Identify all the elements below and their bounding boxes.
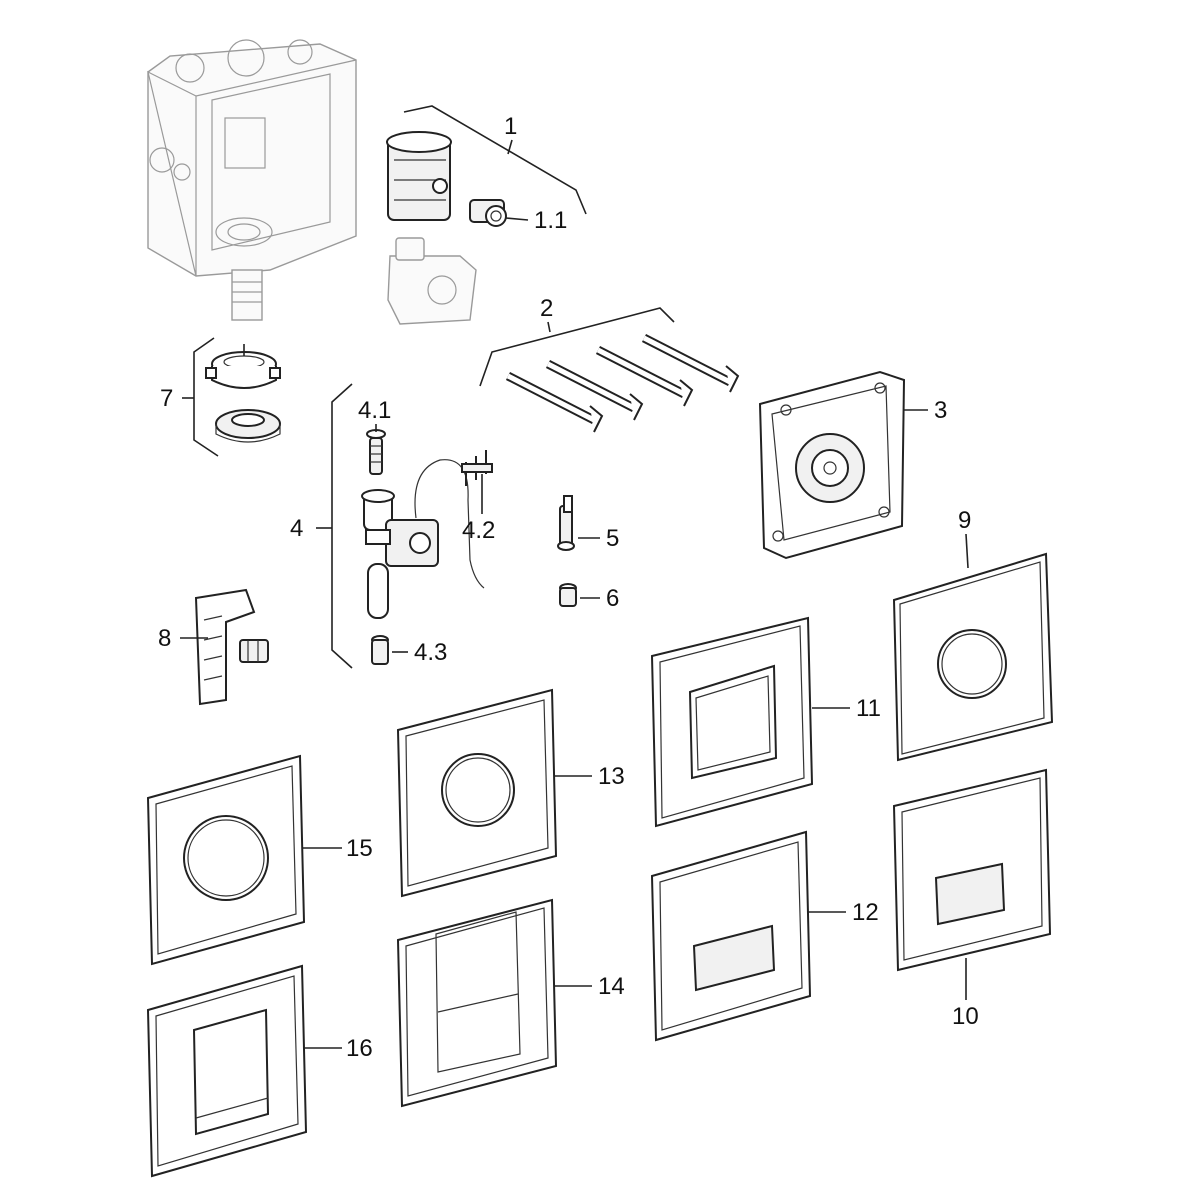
cover-plate-14 [396, 898, 558, 1108]
part-1-1-cartridge [469, 199, 507, 227]
cover-plate-11 [650, 616, 814, 828]
label-6: 6 [606, 585, 619, 612]
label-4: 4 [290, 515, 303, 542]
part-4-2-connector-pins [461, 450, 493, 486]
label-7: 7 [160, 385, 173, 412]
label-16: 16 [346, 1035, 373, 1062]
leader-lines [180, 105, 969, 1049]
part-3-mounting-frame [758, 370, 906, 560]
cover-plate-9 [892, 552, 1054, 762]
part-1-valve [386, 131, 477, 325]
label-2: 2 [540, 295, 553, 322]
label-4-2: 4.2 [462, 517, 495, 544]
label-5: 5 [606, 525, 619, 552]
part-4-solenoid-assembly [361, 459, 485, 619]
label-9: 9 [958, 507, 971, 534]
label-10: 10 [952, 1003, 979, 1030]
part-4-1-screw [366, 429, 386, 475]
label-1-1: 1.1 [534, 207, 567, 234]
label-15: 15 [346, 835, 373, 862]
part-4-3-sleeve [371, 635, 389, 665]
label-4-3: 4.3 [414, 639, 447, 666]
cover-plate-13 [396, 688, 558, 898]
cover-plate-12 [650, 830, 812, 1042]
label-4-1: 4.1 [358, 397, 391, 424]
part-5-key [557, 495, 575, 551]
label-11: 11 [856, 695, 881, 722]
label-1: 1 [504, 113, 517, 140]
part-labels: 1 1.1 2 3 4 4.1 4.2 4.3 5 6 7 8 9 10 11 … [158, 113, 979, 1062]
cover-plate-10 [892, 768, 1052, 972]
label-3: 3 [934, 397, 947, 424]
cover-plate-16 [146, 964, 308, 1178]
installation-box [147, 39, 357, 321]
part-2-threaded-rods [505, 333, 740, 433]
part-7-ring-and-seal [205, 344, 281, 443]
part-6-sleeve [559, 583, 577, 607]
label-12: 12 [852, 899, 879, 926]
label-8: 8 [158, 625, 171, 652]
label-14: 14 [598, 973, 625, 1000]
part-8-bracket [194, 588, 269, 706]
cover-plate-15 [146, 754, 306, 966]
label-13: 13 [598, 763, 625, 790]
